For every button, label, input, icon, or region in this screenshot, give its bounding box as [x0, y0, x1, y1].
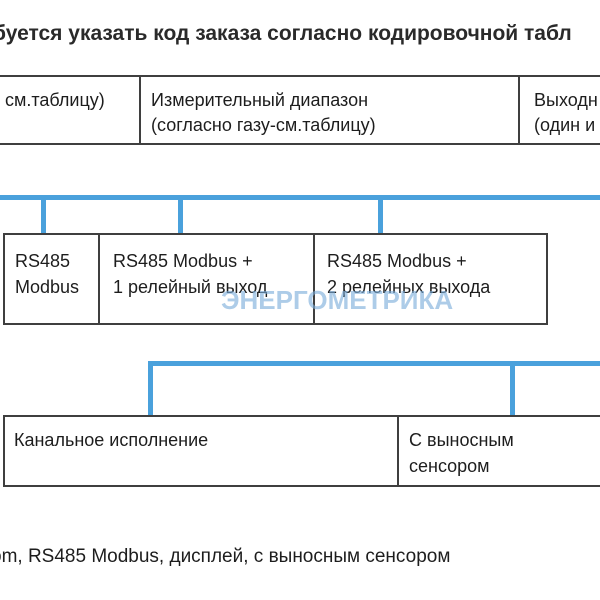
spec-table-row: см.таблицу) Измерительный диапазон (согл…	[0, 75, 600, 145]
connector2-drop-1	[148, 363, 153, 417]
table-cell-gas: см.таблицу)	[5, 90, 105, 110]
connector2-drop-2	[510, 363, 515, 417]
design-options-row: Канальное исполнение С выносным сенсором	[3, 415, 600, 487]
box-divider	[313, 235, 315, 323]
output-options-row: RS485 Modbus RS485 Modbus + 1 релейный в…	[3, 233, 548, 325]
option-relay1-line1: RS485 Modbus +	[113, 251, 253, 271]
table-cell-range-line1: Измерительный диапазон	[151, 90, 369, 110]
option-rs485-line1: RS485	[15, 251, 71, 271]
connector1-rail	[0, 195, 600, 200]
option-relay2-line1: RS485 Modbus +	[327, 251, 467, 271]
option-duct-mount: Канальное исполнение	[14, 430, 209, 450]
table-cell-output-line1: Выходн	[534, 90, 598, 110]
connector2-rail	[148, 361, 600, 366]
option-relay1-line2: 1 релейный выход	[113, 277, 268, 297]
option-remote-sensor-line2: сенсором	[409, 456, 490, 476]
page-title: буется указать код заказа согласно кодир…	[0, 22, 572, 45]
option-relay2-line2: 2 релейных выхода	[327, 277, 491, 297]
watermark: ЭНЕРГОМЕТРИКА	[221, 285, 454, 315]
table-cell-range-line2: (согласно газу-см.таблицу)	[151, 115, 376, 135]
table-divider	[139, 77, 141, 143]
table-divider	[518, 77, 520, 143]
connector1-drop-3	[378, 198, 383, 235]
option-rs485-line2: Modbus	[15, 277, 80, 297]
table-cell-output-line2: (один и	[534, 115, 596, 135]
connector1-drop-1	[41, 198, 46, 235]
footer-config-text: om, RS485 Modbus, дисплей, с выносным се…	[0, 546, 451, 567]
box-divider	[98, 235, 100, 323]
option-remote-sensor-line1: С выносным	[409, 430, 514, 450]
box-divider	[397, 417, 399, 485]
connector1-drop-2	[178, 198, 183, 235]
